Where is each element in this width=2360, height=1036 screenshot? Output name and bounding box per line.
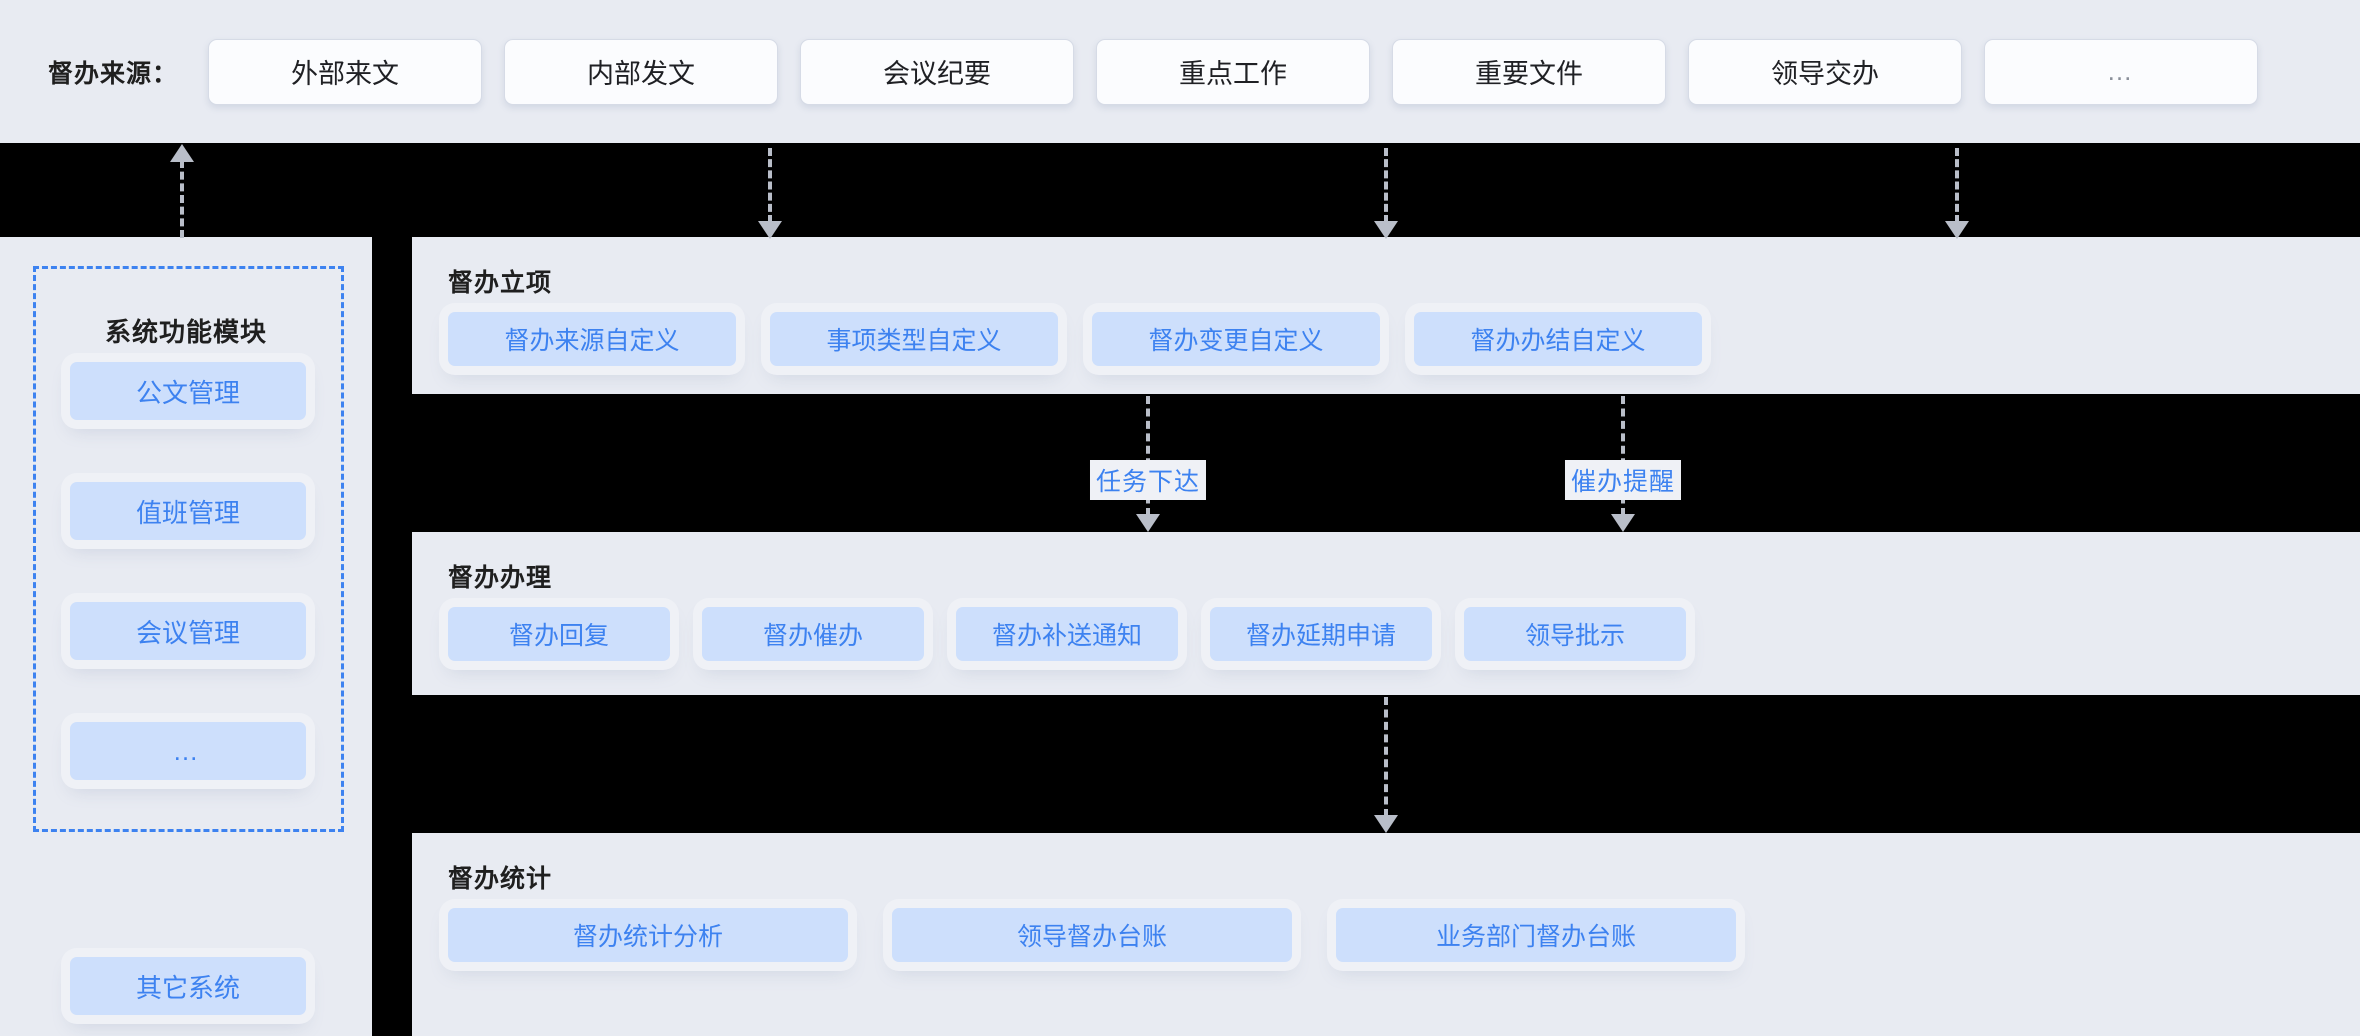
- module-more[interactable]: …: [70, 722, 306, 780]
- source-internal-doc[interactable]: 内部发文: [504, 38, 779, 105]
- chip-extension-request[interactable]: 督办延期申请: [1210, 607, 1432, 661]
- section-chip-group: 督办回复 督办催办 督办补送通知 督办延期申请 领导批示: [448, 607, 1686, 661]
- system-modules-title: 系统功能模块: [104, 317, 267, 347]
- band-between-1-2: [412, 394, 2360, 532]
- chip-change-custom[interactable]: 督办变更自定义: [1092, 312, 1380, 366]
- source-meeting-minutes[interactable]: 会议纪要: [800, 38, 1075, 105]
- flow-label-urge-remind: 催办提醒: [1564, 460, 1682, 500]
- chip-item-type-custom[interactable]: 事项类型自定义: [770, 312, 1058, 366]
- module-meeting-management[interactable]: 会议管理: [70, 602, 306, 660]
- source-more[interactable]: …: [1984, 38, 2259, 105]
- source-bar: 督办来源： 外部来文 内部发文 会议纪要 重点工作 重要文件 领导交办 …: [0, 0, 2360, 143]
- section-handling: 督办办理 督办回复 督办催办 督办补送通知 督办延期申请 领导批示: [412, 532, 2360, 695]
- module-duty-management[interactable]: 值班管理: [70, 482, 306, 540]
- chip-leader-instruction[interactable]: 领导批示: [1464, 607, 1686, 661]
- section-chip-group: 督办来源自定义 事项类型自定义 督办变更自定义 督办办结自定义: [448, 312, 1702, 366]
- chip-source-custom[interactable]: 督办来源自定义: [448, 312, 736, 366]
- chip-urge[interactable]: 督办催办: [702, 607, 924, 661]
- source-leader-assign[interactable]: 领导交办: [1688, 38, 1963, 105]
- module-other-system[interactable]: 其它系统: [70, 957, 306, 1015]
- flow-label-task-dispatch: 任务下达: [1089, 460, 1207, 500]
- section-title: 督办办理: [448, 564, 553, 592]
- source-bar-label: 督办来源：: [48, 59, 179, 88]
- section-title: 督办立项: [448, 269, 553, 297]
- module-document-management[interactable]: 公文管理: [70, 362, 306, 420]
- chip-reply[interactable]: 督办回复: [448, 607, 670, 661]
- section-statistics: 督办统计 督办统计分析 领导督办台账 业务部门督办台账: [412, 833, 2360, 1036]
- section-title: 督办统计: [448, 865, 553, 893]
- chip-statistics-analysis[interactable]: 督办统计分析: [448, 908, 848, 962]
- chip-supplement-notice[interactable]: 督办补送通知: [956, 607, 1178, 661]
- band-top: [0, 143, 2360, 237]
- section-chip-group: 督办统计分析 领导督办台账 业务部门督办台账: [448, 908, 1736, 962]
- band-vertical-left: [372, 143, 412, 1036]
- chip-closure-custom[interactable]: 督办办结自定义: [1414, 312, 1702, 366]
- system-modules-dashed-border: [33, 266, 344, 832]
- source-button-group: 外部来文 内部发文 会议纪要 重点工作 重要文件 领导交办 …: [208, 38, 2259, 105]
- source-important-file[interactable]: 重要文件: [1392, 38, 1667, 105]
- system-modules-panel: 系统功能模块 公文管理 值班管理 会议管理 … 其它系统: [0, 237, 372, 1036]
- source-external-doc[interactable]: 外部来文: [208, 38, 483, 105]
- chip-department-ledger[interactable]: 业务部门督办台账: [1336, 908, 1736, 962]
- source-key-work[interactable]: 重点工作: [1096, 38, 1371, 105]
- chip-leader-ledger[interactable]: 领导督办台账: [892, 908, 1292, 962]
- section-project-setup: 督办立项 督办来源自定义 事项类型自定义 督办变更自定义 督办办结自定义: [412, 237, 2360, 394]
